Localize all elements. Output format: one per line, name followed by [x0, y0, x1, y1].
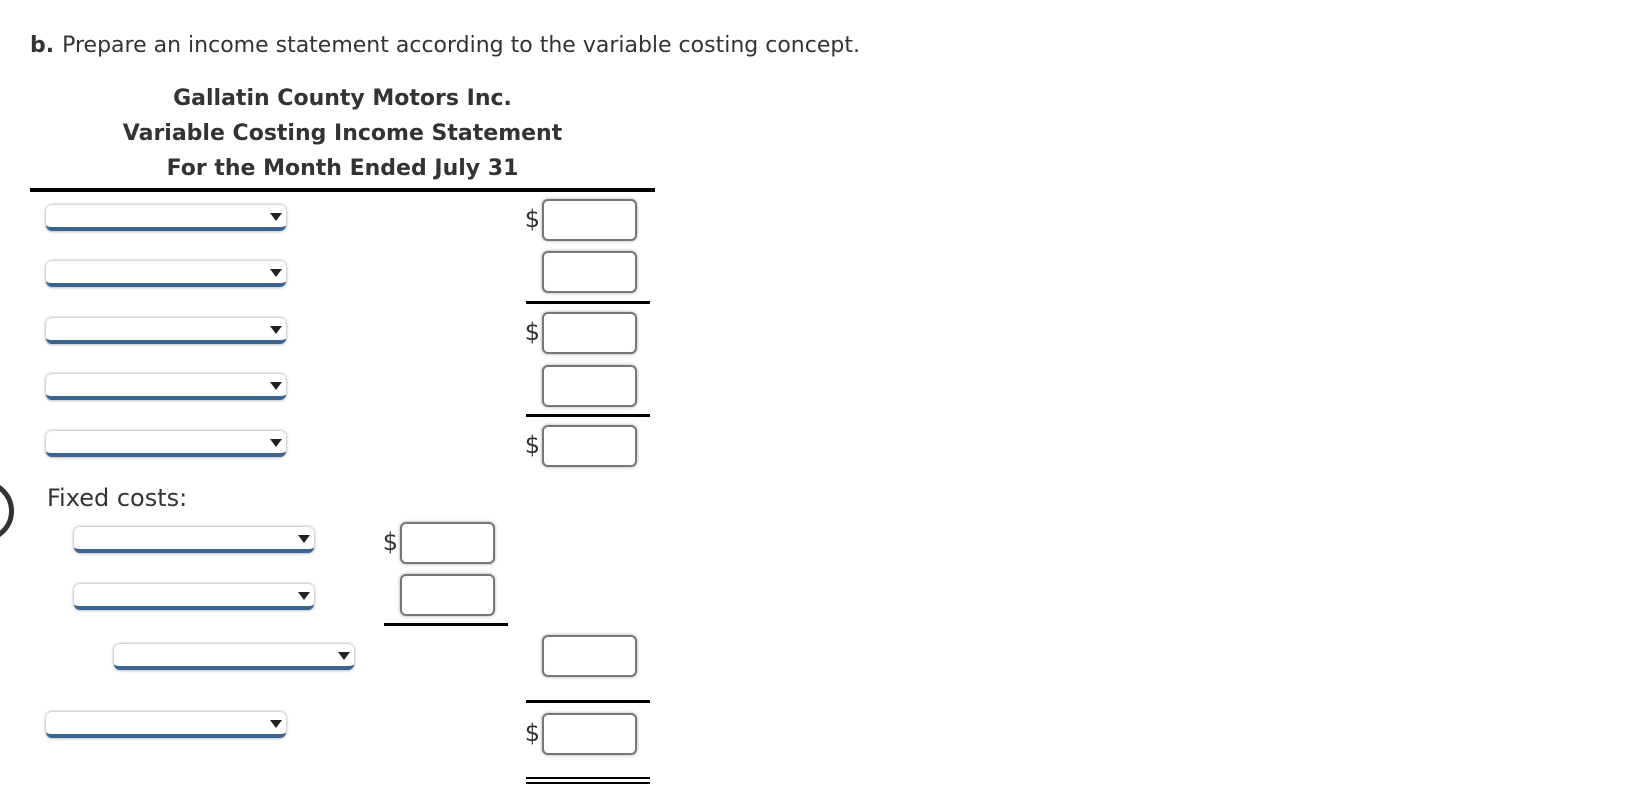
part-label: b.	[30, 33, 55, 58]
row-5-account-dropdown[interactable]	[46, 431, 286, 457]
header-rule	[30, 188, 655, 192]
dollar-sign: $	[524, 719, 540, 747]
dollar-sign: $	[524, 318, 540, 346]
fixed-cost-2-dropdown[interactable]	[74, 584, 314, 610]
row-1-amount-input[interactable]	[542, 199, 637, 241]
fixed-cost-2-amount-input[interactable]	[400, 574, 495, 616]
final-row-dropdown[interactable]	[46, 712, 286, 738]
dollar-sign: $	[524, 431, 540, 459]
row-2-amount-input[interactable]	[542, 251, 637, 293]
row-2-account-dropdown[interactable]	[46, 261, 286, 287]
row-3-account-dropdown[interactable]	[46, 318, 286, 344]
row-5-amount-input[interactable]	[542, 425, 637, 467]
fixed-costs-label: Fixed costs:	[47, 484, 188, 512]
dollar-sign: $	[382, 528, 398, 556]
fixed-cost-1-amount-input[interactable]	[400, 522, 495, 564]
fixed-cost-1-dropdown[interactable]	[74, 527, 314, 553]
double-rule-bottom	[526, 782, 650, 784]
row-4-amount-input[interactable]	[542, 365, 637, 407]
instruction: b. Prepare an income statement according …	[30, 33, 860, 58]
row-1-account-dropdown[interactable]	[46, 205, 286, 231]
total-fixed-costs-dropdown[interactable]	[114, 644, 354, 670]
statement-period: For the Month Ended July 31	[166, 156, 519, 181]
statement-title: Variable Costing Income Statement	[122, 121, 563, 146]
double-rule-top	[526, 777, 650, 779]
row-3-amount-input[interactable]	[542, 312, 637, 354]
final-row-amount-input[interactable]	[542, 713, 637, 755]
edge-circle-button[interactable]	[0, 480, 14, 542]
fixed-subtotal-rule	[384, 623, 508, 626]
subtotal-rule	[526, 301, 650, 304]
total-rule	[526, 700, 650, 703]
row-4-account-dropdown[interactable]	[46, 374, 286, 400]
dollar-sign: $	[524, 205, 540, 233]
company-name: Gallatin County Motors Inc.	[173, 86, 512, 111]
subtotal-rule	[526, 414, 650, 417]
instruction-text: Prepare an income statement according to…	[62, 33, 860, 58]
total-fixed-costs-amount-input[interactable]	[542, 635, 637, 677]
